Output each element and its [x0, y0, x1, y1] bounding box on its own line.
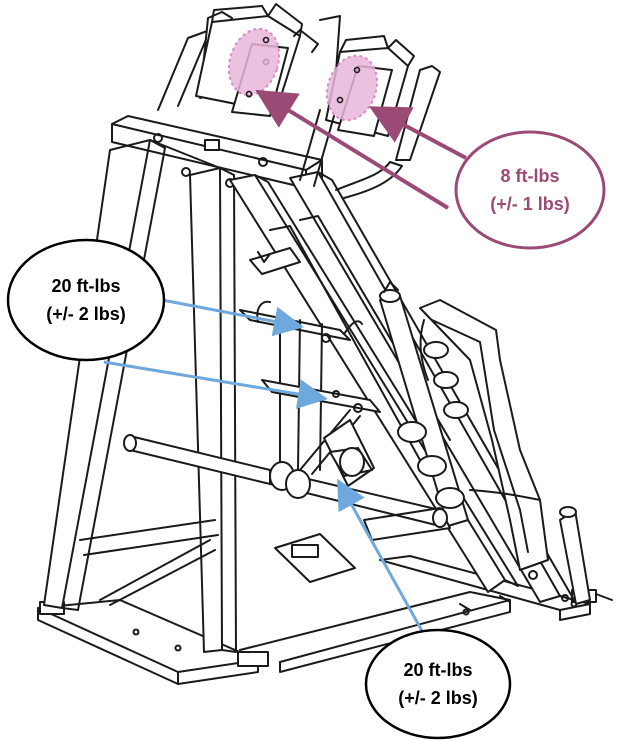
callout-arrows: [103, 89, 467, 657]
callout-bottom-bubble: [364, 628, 512, 740]
callout-top-bubble: [454, 130, 606, 250]
callout-bottom-line2: (+/- 2 lbs): [398, 688, 478, 708]
footplate-tube: [123, 434, 448, 528]
callout-left: 20 ft-lbs (+/- 2 lbs): [6, 238, 166, 362]
rear-handle: [559, 506, 613, 605]
callout-top-line2: (+/- 1 lbs): [490, 194, 570, 214]
arrow-bottom-to-footplate: [337, 478, 438, 657]
callout-bottom: 20 ft-lbs (+/- 2 lbs): [364, 628, 512, 740]
arrow-top-to-right-pad: [368, 106, 467, 160]
arrow-top-to-left-pad: [255, 89, 450, 210]
highlight-left-pad: [227, 27, 281, 97]
callout-top: 8 ft-lbs (+/- 1 lbs): [454, 130, 606, 250]
callout-bottom-line1: 20 ft-lbs: [403, 660, 472, 680]
callout-top-line1: 8 ft-lbs: [500, 166, 559, 186]
arrow-left-to-lower-sled: [103, 360, 328, 409]
callout-left-line2: (+/- 2 lbs): [46, 304, 126, 324]
torque-highlights: [227, 27, 378, 122]
highlight-right-pad: [326, 54, 378, 122]
back-pad: [419, 299, 549, 571]
front-legs: [43, 139, 237, 653]
callout-left-line1: 20 ft-lbs: [51, 276, 120, 296]
callout-left-bubble: [6, 238, 166, 362]
weight-horns: [363, 281, 469, 541]
machine-drawing: [37, 3, 613, 685]
arrow-left-to-upper-sled: [161, 298, 304, 337]
